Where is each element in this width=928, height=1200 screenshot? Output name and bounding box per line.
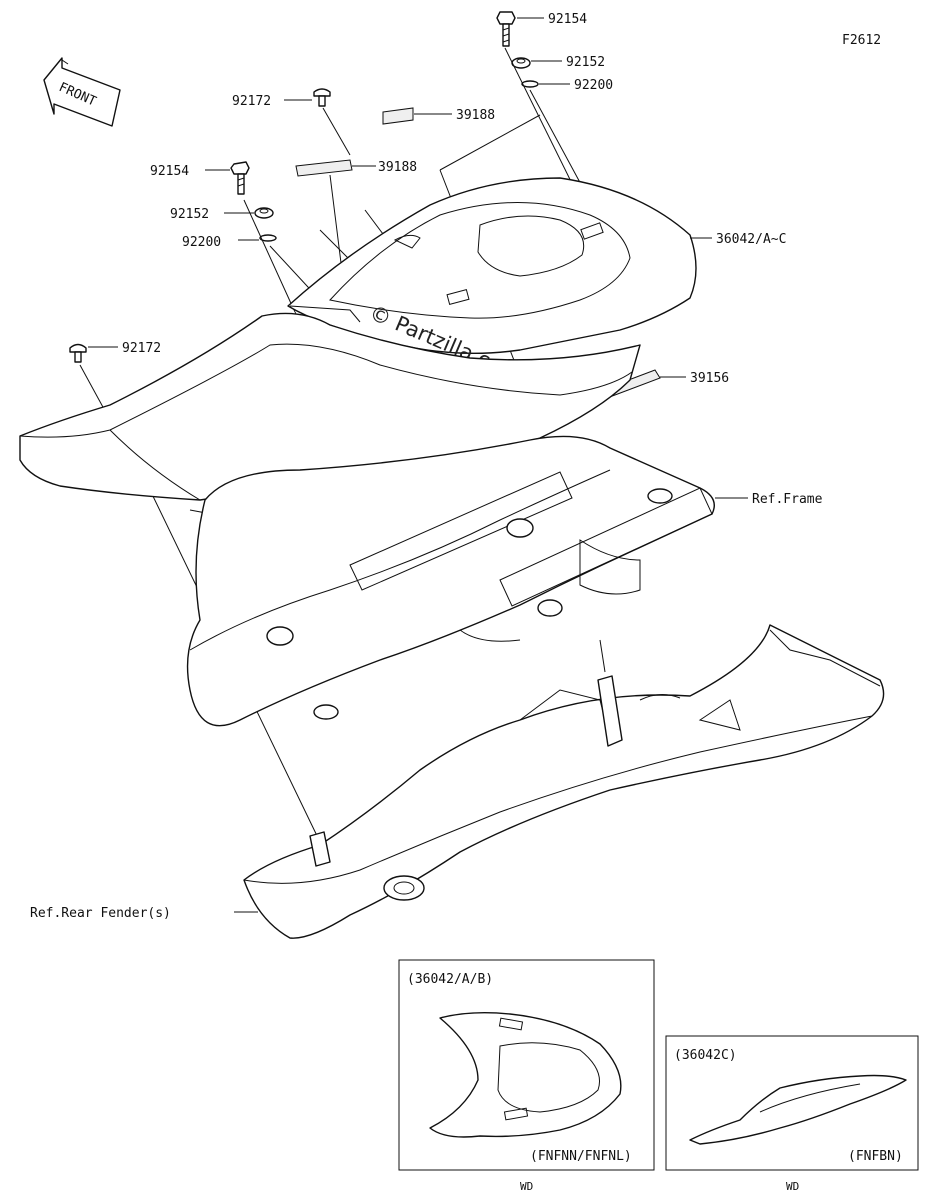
bolt-top-icon (496, 11, 516, 47)
inset-right: (36042C) (FNFBN) WD (665, 1035, 919, 1193)
callout-cover: 36042/A~C (716, 232, 786, 247)
rear-fender-part (243, 624, 885, 939)
label-sticker-upper (382, 107, 414, 125)
inset-right-variant: (FNFBN) (848, 1149, 903, 1164)
inset-right-footer: WD (786, 1180, 799, 1193)
label-sticker-lower (295, 159, 353, 177)
inset-left-footer: WD (520, 1180, 533, 1193)
callout-washer-left: 92152 (170, 207, 209, 222)
callout-bolt-left: 92154 (150, 164, 189, 179)
ring-left-icon (259, 234, 277, 242)
diagram-id: F2612 (842, 33, 881, 48)
callout-screw-left: 92172 (122, 341, 161, 356)
screw-upper-icon (313, 88, 331, 107)
callout-screw-upper: 92172 (232, 94, 271, 109)
callout-bolt-top: 92154 (548, 12, 587, 27)
washer-left-icon (254, 207, 274, 219)
callout-label-side: 39156 (690, 371, 729, 386)
inset-left-title: (36042/A/B) (407, 972, 493, 987)
inset-right-title: (36042C) (674, 1048, 737, 1063)
seat-cover-part (287, 177, 697, 355)
frame-part (186, 435, 715, 727)
ring-top-icon (521, 80, 539, 88)
callout-ref-frame: Ref.Frame (752, 492, 823, 507)
callout-ref-fender: Ref.Rear Fender(s) (30, 906, 171, 921)
callout-label-lower: 39188 (378, 160, 417, 175)
inset-left-variant: (FNFNN/FNFNL) (530, 1149, 632, 1164)
screw-left-icon (69, 343, 87, 363)
callout-label-upper: 39188 (456, 108, 495, 123)
inset-left: (36042/A/B) (FNFNN/FNFNL) WD (398, 959, 655, 1193)
front-arrow-icon: FRONT (43, 57, 121, 127)
callout-ring-left: 92200 (182, 235, 221, 250)
bolt-left-icon (230, 161, 250, 195)
callout-washer-top: 92152 (566, 55, 605, 70)
callout-ring-top: 92200 (574, 78, 613, 93)
